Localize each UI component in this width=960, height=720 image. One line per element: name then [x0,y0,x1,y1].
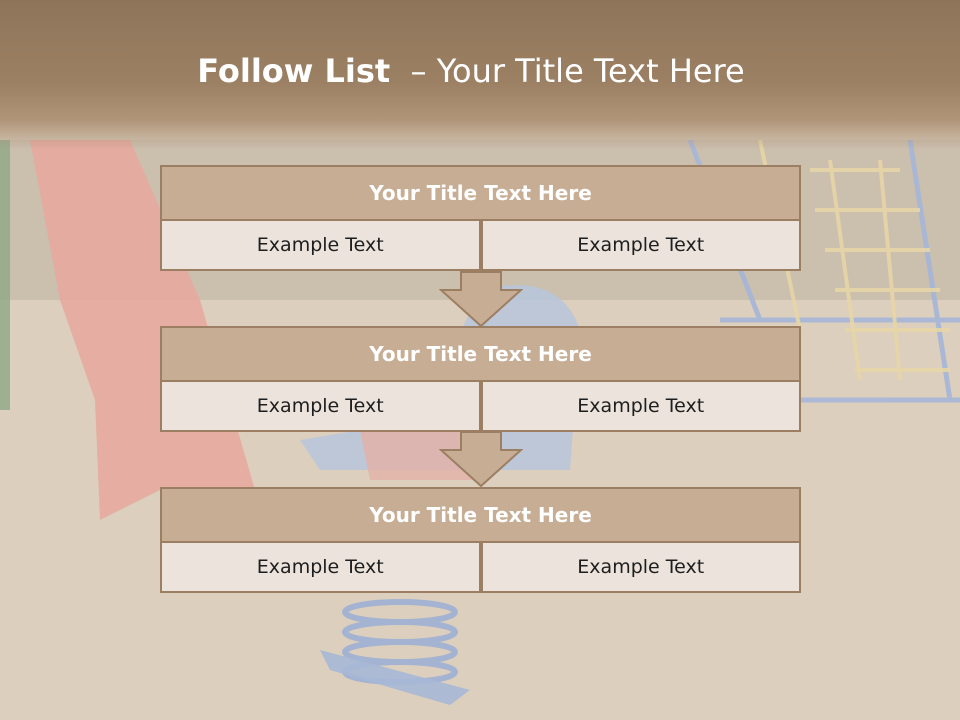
row-title: Your Title Text Here [160,326,801,382]
slide-title: Follow List – Your Title Text Here [0,52,942,90]
down-arrow-icon [439,271,523,328]
header-band [0,0,960,150]
slide-title-bold: Follow List [197,52,391,90]
row-cell-left: Example Text [160,221,481,271]
row-cells: Example Text Example Text [160,543,801,593]
row-cell-right: Example Text [480,543,801,593]
row-title: Your Title Text Here [160,165,801,221]
row-cell-left: Example Text [160,543,481,593]
row-cell-right: Example Text [480,382,801,432]
row-cells: Example Text Example Text [160,221,801,271]
row-cells: Example Text Example Text [160,382,801,432]
row-title: Your Title Text Here [160,487,801,543]
list-item: Your Title Text Here Example Text Exampl… [160,165,801,271]
list-item: Your Title Text Here Example Text Exampl… [160,487,801,593]
row-cell-left: Example Text [160,382,481,432]
list-item: Your Title Text Here Example Text Exampl… [160,326,801,432]
row-cell-right: Example Text [480,221,801,271]
slide-title-rest: – Your Title Text Here [410,52,745,90]
down-arrow-icon [439,431,523,488]
